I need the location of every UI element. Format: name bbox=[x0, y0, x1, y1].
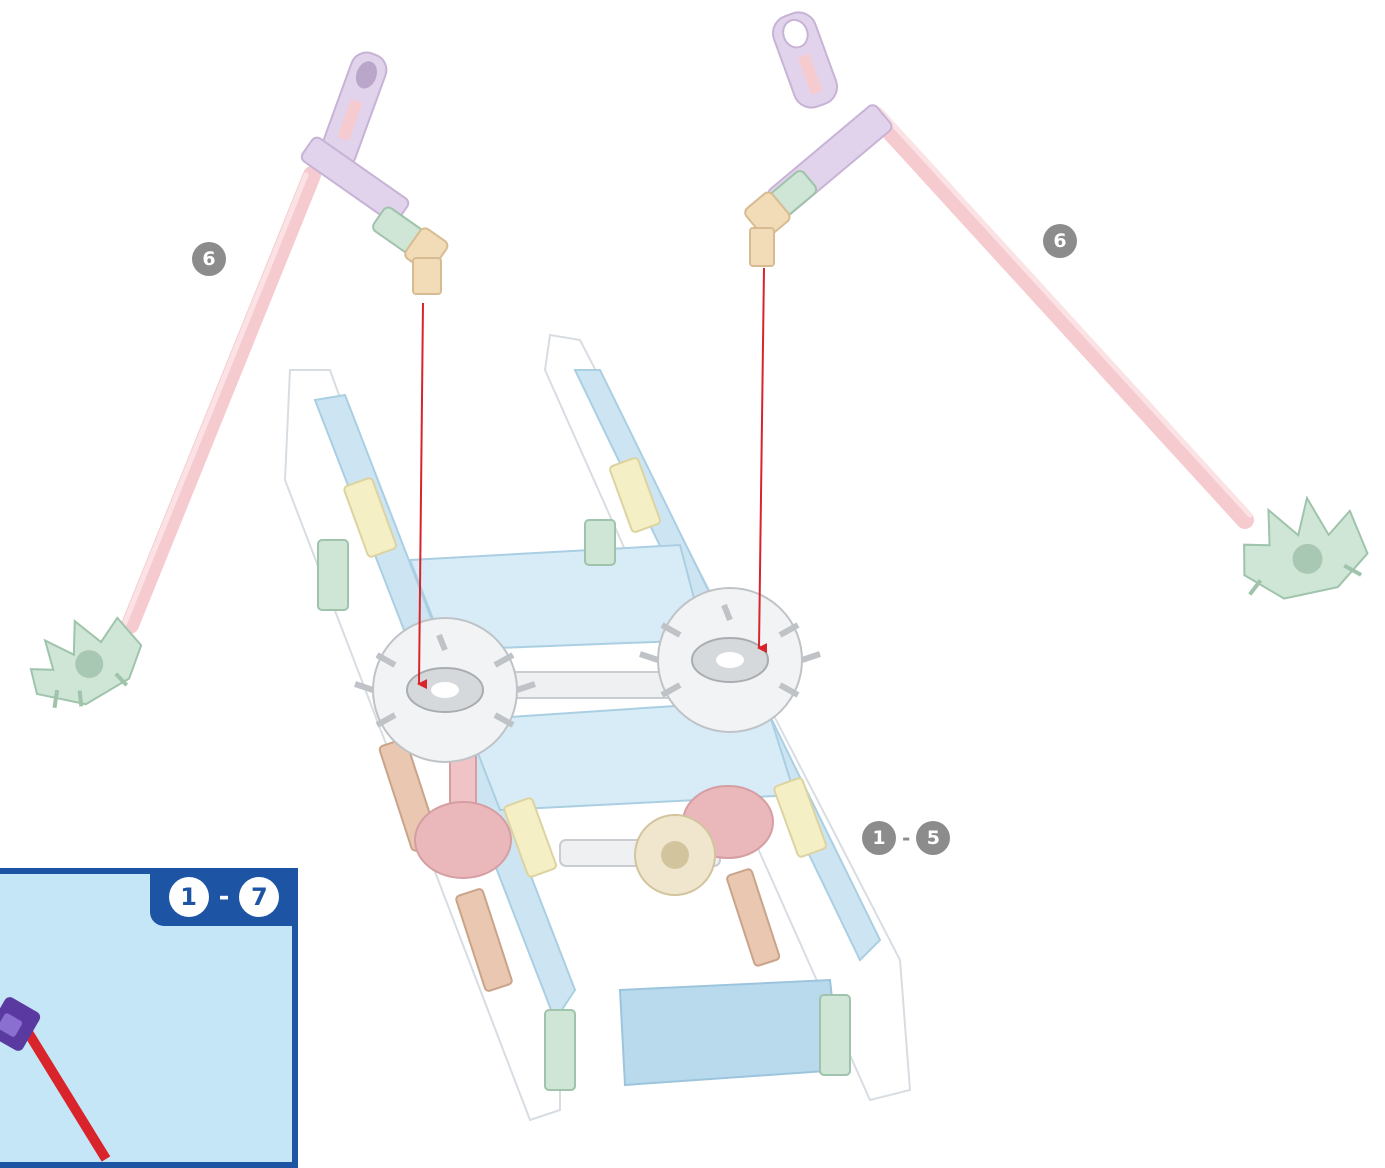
right-bottom-connector bbox=[1233, 489, 1373, 604]
inset-range-start-badge: 1 bbox=[169, 877, 209, 917]
frame-range-start-badge: 1 bbox=[862, 821, 896, 855]
inset-step-range: 1 - 7 bbox=[150, 868, 298, 926]
inset-range-end-badge: 7 bbox=[239, 877, 279, 917]
right-rod-assembly bbox=[743, 7, 1373, 604]
left-rod-step-badge: 6 bbox=[192, 242, 226, 276]
base-frame bbox=[285, 335, 910, 1120]
right-rod bbox=[875, 115, 1245, 520]
small-gear bbox=[635, 815, 715, 895]
inset-range-separator: - bbox=[219, 882, 230, 912]
right-top-connector bbox=[768, 7, 842, 112]
inset-panel: 1 - 7 bbox=[0, 868, 298, 1168]
right-rod-step-badge: 6 bbox=[1043, 224, 1077, 258]
frame-range-separator: - bbox=[902, 826, 910, 850]
frame-step-range: 1 - 5 bbox=[862, 821, 950, 855]
left-rod bbox=[130, 175, 312, 625]
right-arrow-down-icon bbox=[759, 268, 764, 648]
frame-range-end-badge: 5 bbox=[916, 821, 950, 855]
